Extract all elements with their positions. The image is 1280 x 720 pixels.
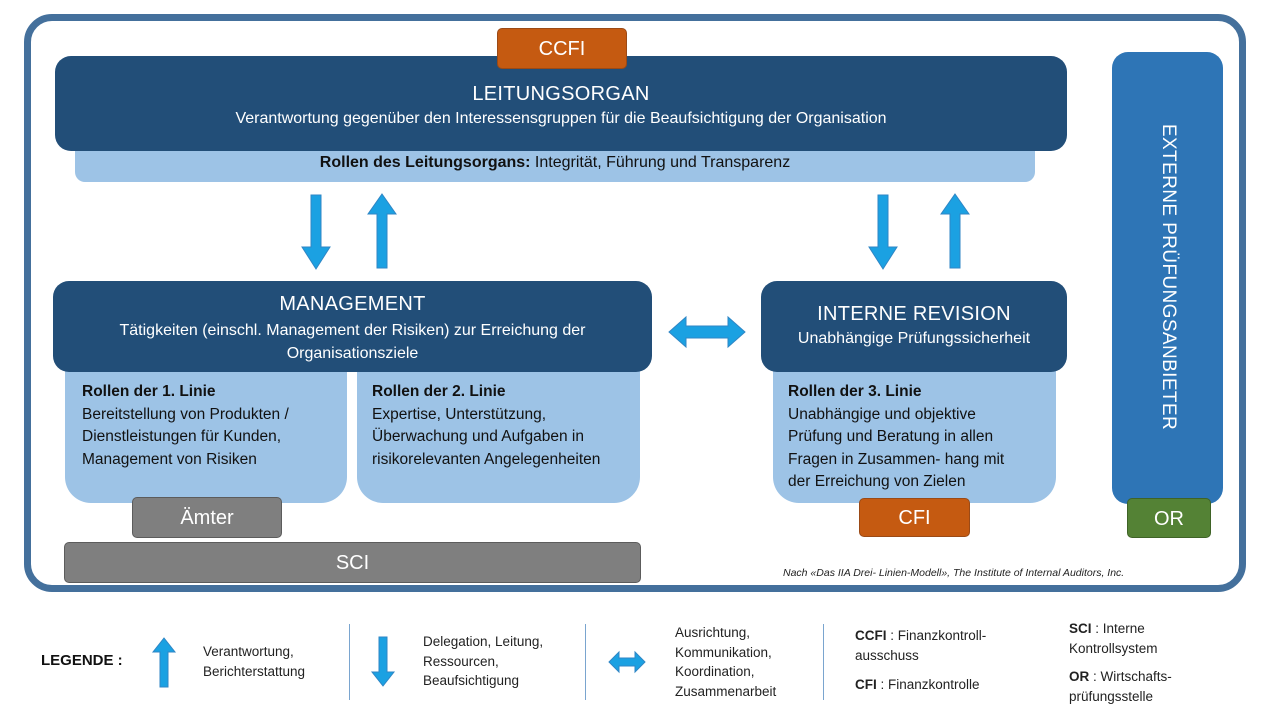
- line3-roles-title: Rollen der 3. Linie: [788, 383, 922, 400]
- cfi-badge: CFI: [859, 498, 970, 537]
- legend-down-text: Delegation, Leitung, Ressourcen, Beaufsi…: [423, 634, 544, 688]
- legend-sci-desc: : Interne Kontrollsystem: [1069, 621, 1158, 656]
- line3-roles-box: Rollen der 3. Linie Unabhängige und obje…: [773, 350, 1056, 503]
- ccfi-badge: CCFI: [497, 28, 627, 69]
- legend-ccfi-desc: : Finanzkontroll- ausschuss: [855, 628, 987, 663]
- legend-or-desc: : Wirtschafts- prüfungsstelle: [1069, 669, 1172, 704]
- line2-roles-title: Rollen der 2. Linie: [372, 383, 506, 400]
- legend-separator: [585, 624, 586, 700]
- legend-separator: [823, 624, 824, 700]
- legend-or: OR : Wirtschafts- prüfungsstelle: [1069, 667, 1189, 706]
- arrow-down-right-icon: [868, 194, 898, 270]
- legend-both-text: Ausrichtung, Kommunikation, Koordination…: [675, 625, 777, 699]
- source-note: Nach «Das IIA Drei- Linien-Modell», The …: [783, 567, 1125, 579]
- arrow-up-right-icon: [940, 193, 970, 269]
- legend-arrow-bidirectional-icon: [608, 650, 646, 674]
- legend-ccfi-abbr: CCFI: [855, 628, 887, 643]
- legend-arrow-down-icon: [370, 636, 396, 687]
- interne-revision-subtitle: Unabhängige Prüfungssicherheit: [797, 330, 1031, 347]
- legend-sci-abbr: SCI: [1069, 621, 1092, 636]
- interne-revision-title: INTERNE REVISION: [817, 303, 1011, 325]
- externe-pruefungsanbieter-box: EXTERNE PRÜFUNGSANBIETER: [1112, 52, 1223, 504]
- leitungsorgan-roles-label: Rollen des Leitungsorgans:: [319, 154, 531, 171]
- management-title: MANAGEMENT: [279, 293, 426, 315]
- legend-cfi: CFI : Finanzkontrolle: [855, 675, 1005, 695]
- leitungsorgan-roles-text: Integrität, Führung und Transparenz: [530, 154, 791, 171]
- management-subtitle: Tätigkeiten (einschl. Management der Ris…: [119, 322, 586, 362]
- arrow-down-left-icon: [301, 194, 331, 270]
- or-badge: OR: [1127, 498, 1211, 538]
- legend-sci: SCI : Interne Kontrollsystem: [1069, 619, 1189, 658]
- line1-roles-title: Rollen der 1. Linie: [82, 383, 216, 400]
- outer-frame: [24, 14, 1246, 592]
- interne-revision-box: INTERNE REVISION Unabhängige Prüfungssic…: [761, 281, 1067, 372]
- arrow-up-left-icon: [367, 193, 397, 269]
- management-box: MANAGEMENT Tätigkeiten (einschl. Managem…: [53, 281, 652, 372]
- aemter-badge: Ämter: [132, 497, 282, 538]
- leitungsorgan-title: LEITUNGSORGAN: [472, 83, 650, 105]
- legend-label: LEGENDE :: [41, 652, 123, 669]
- line3-roles-text: Unabhängige und objektive Prüfung und Be…: [788, 405, 1005, 491]
- legend-separator: [349, 624, 350, 700]
- arrow-bidirectional-icon: [668, 315, 746, 349]
- legend-cfi-abbr: CFI: [855, 677, 877, 692]
- legend-up-text: Verantwortung, Berichterstattung: [203, 644, 306, 679]
- line1-roles-text: Bereitstellung von Produkten / Dienstlei…: [82, 405, 289, 468]
- line1-roles-box: Rollen der 1. Linie Bereitstellung von P…: [65, 350, 347, 503]
- legend-cfi-desc: : Finanzkontrolle: [876, 677, 980, 692]
- legend-or-abbr: OR: [1069, 669, 1090, 684]
- legend-arrow-up-icon: [151, 637, 177, 688]
- leitungsorgan-box: LEITUNGSORGAN Verantwortung gegenüber de…: [55, 56, 1067, 151]
- leitungsorgan-subtitle: Verantwortung gegenüber den Interessensg…: [235, 110, 887, 127]
- externe-pruefungsanbieter-title: EXTERNE PRÜFUNGSANBIETER: [1158, 123, 1179, 431]
- legend-ccfi: CCFI : Finanzkontroll- ausschuss: [855, 626, 1005, 665]
- sci-bar: SCI: [64, 542, 641, 583]
- line2-roles-box: Rollen der 2. Linie Expertise, Unterstüt…: [357, 350, 640, 503]
- line2-roles-text: Expertise, Unterstützung, Überwachung un…: [372, 405, 601, 468]
